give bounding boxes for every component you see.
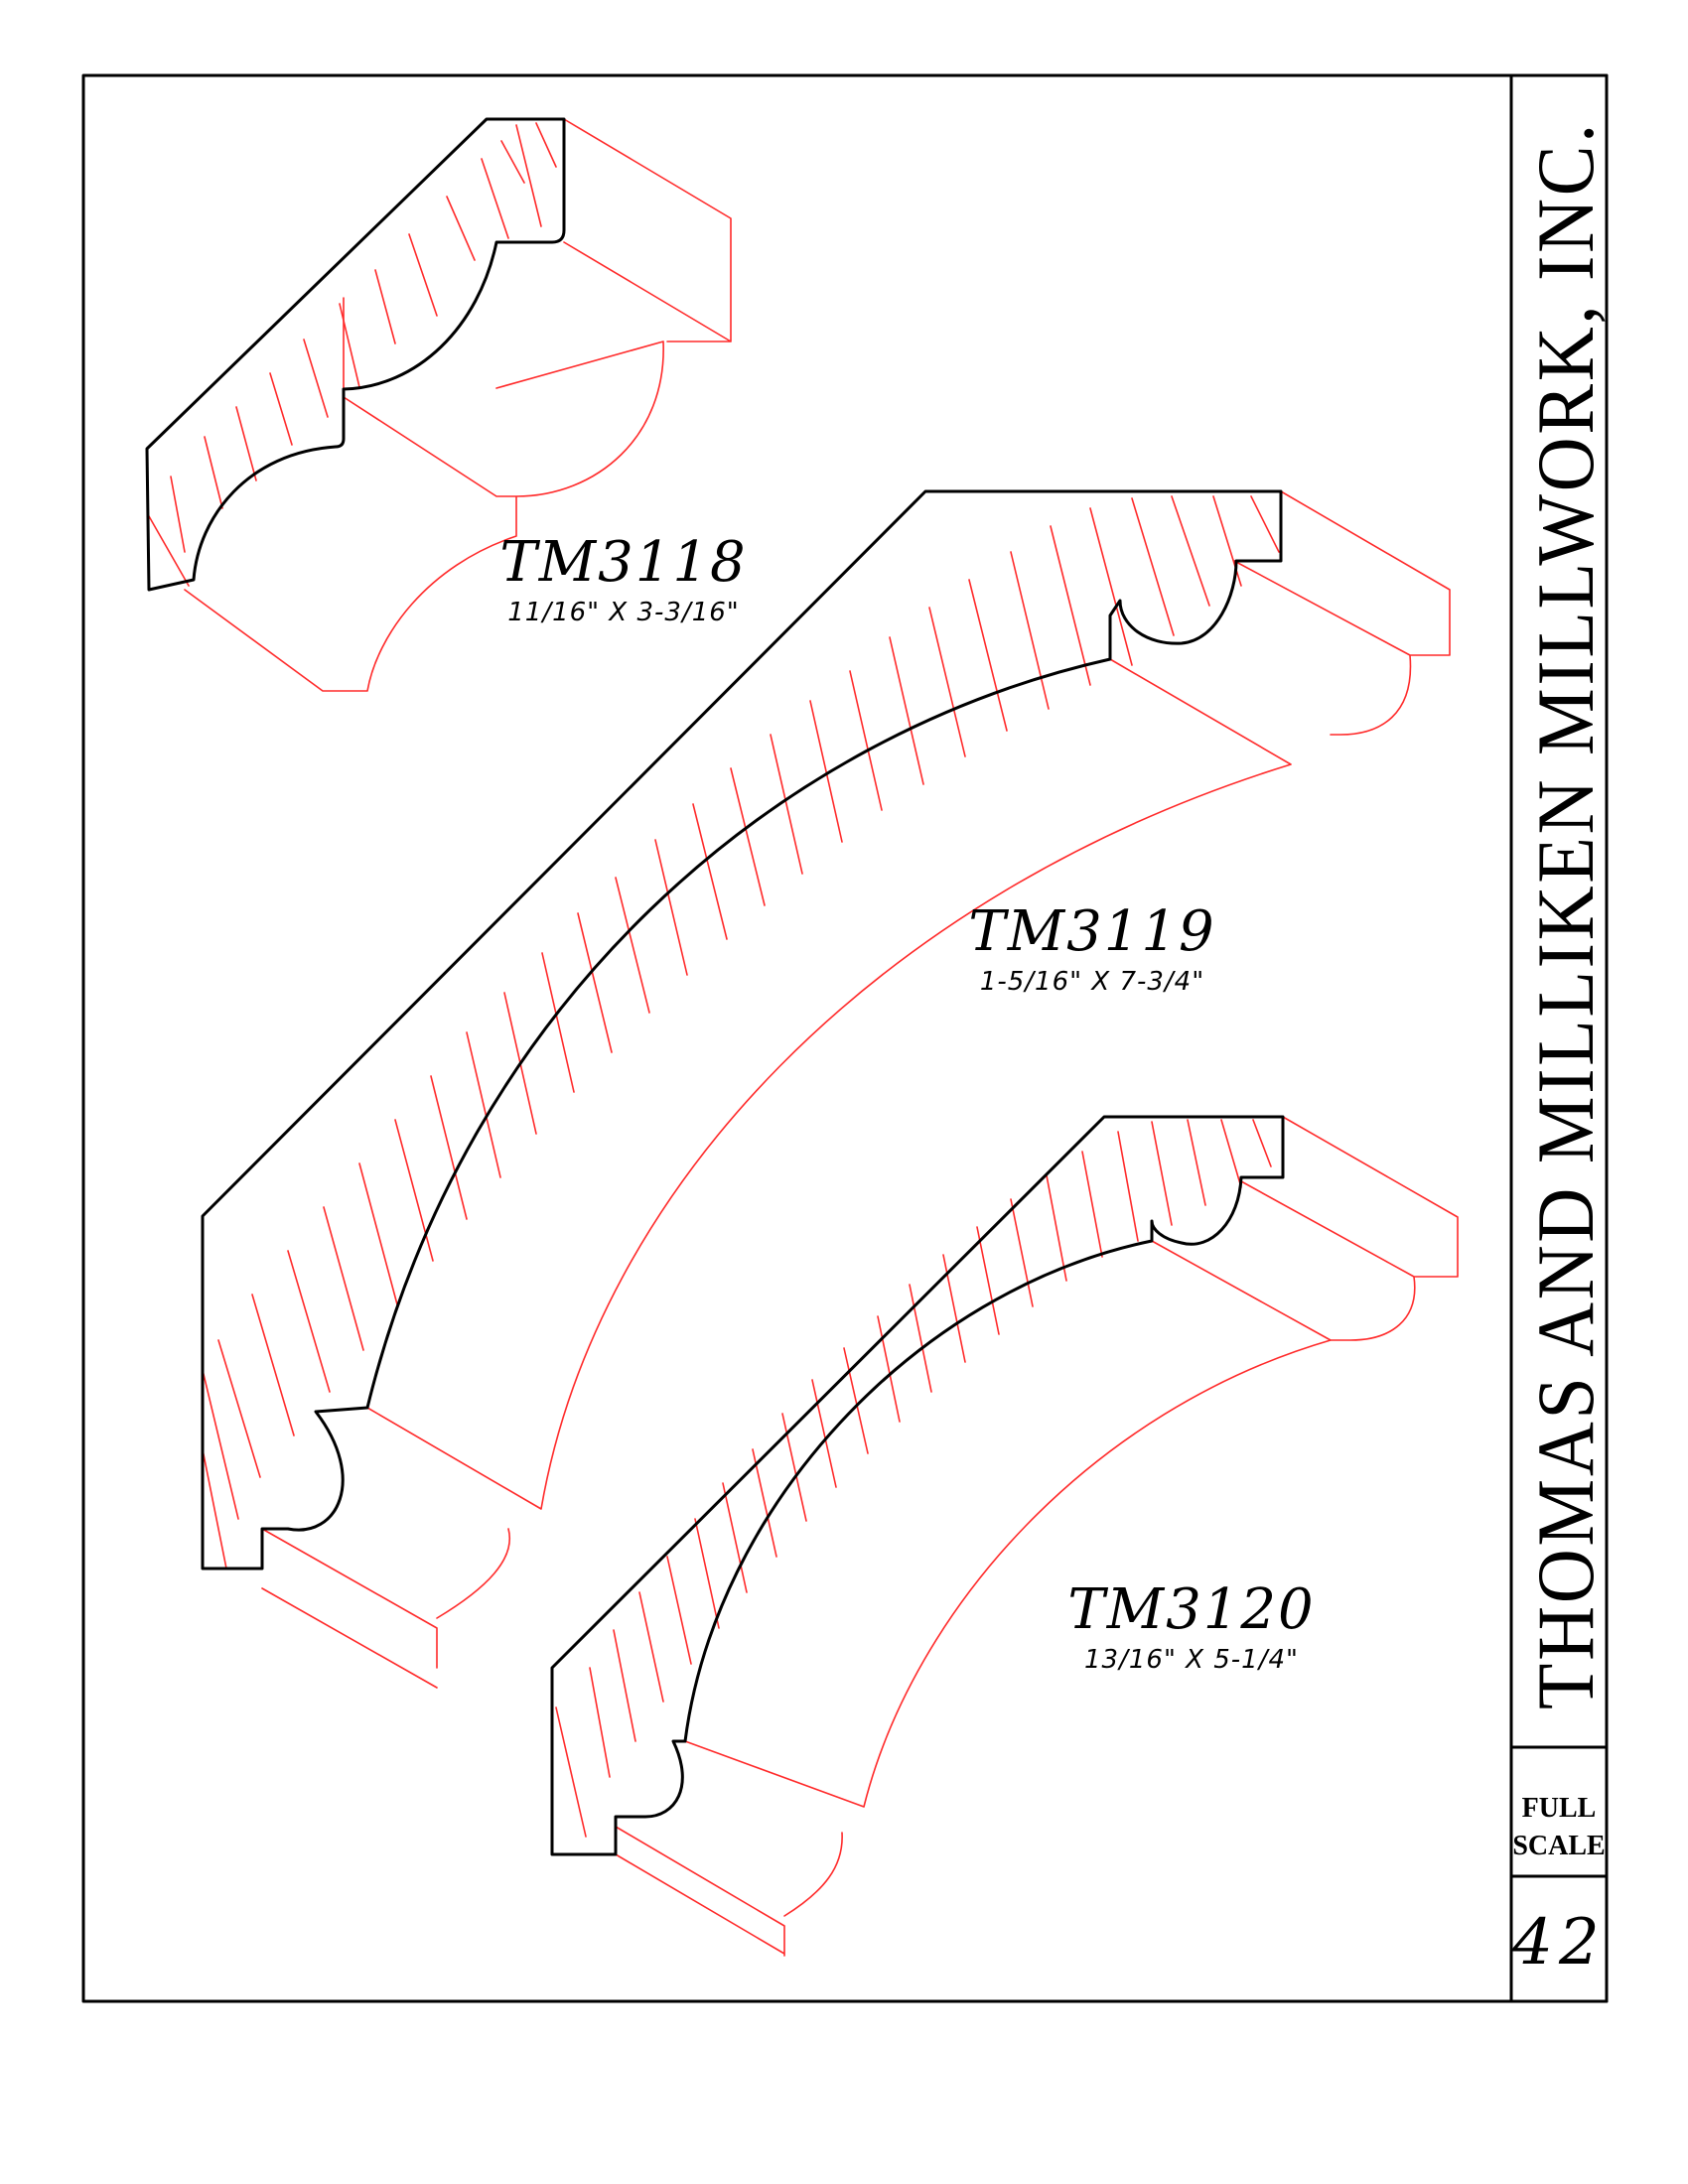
- profile-outline: [201, 489, 1283, 1570]
- grain-lines: [202, 495, 1280, 1570]
- size-label: 13/16" X 5-1/4": [1084, 1645, 1299, 1675]
- profile-tm3118: TM3118 11/16" X 3-3/16": [145, 117, 747, 692]
- grain-lines: [148, 122, 557, 587]
- page-number-box: [1509, 1874, 1609, 2003]
- projection-bead: [436, 1528, 511, 1619]
- projection-lines: [261, 490, 1451, 1689]
- model-label: TM3118: [499, 530, 747, 595]
- profile-outline: [145, 117, 566, 592]
- grain-lines: [555, 1119, 1272, 1838]
- scale-label-full: FULL: [1522, 1793, 1597, 1824]
- profile-tm3120: TM3120 13/16" X 5-1/4": [550, 1115, 1459, 1957]
- projection-lines: [615, 1116, 1459, 1957]
- profile-tm3119: TM3119 1-5/16" X 7-3/4": [201, 489, 1451, 1689]
- model-label: TM3120: [1067, 1577, 1315, 1642]
- company-name: THOMAS AND MILLIKEN MILLWORK, INC.: [1520, 121, 1611, 1709]
- size-label: 1-5/16" X 7-3/4": [980, 967, 1204, 997]
- size-label: 11/16" X 3-3/16": [507, 598, 740, 627]
- projection-lines: [184, 118, 732, 692]
- projection-bead: [783, 1832, 843, 1917]
- profile-outline: [550, 1115, 1285, 1856]
- company-title-box: [1509, 73, 1609, 1749]
- page-number: 42: [1511, 1906, 1605, 1979]
- model-label: TM3119: [968, 899, 1215, 964]
- scale-label-scale: SCALE: [1512, 1831, 1605, 1861]
